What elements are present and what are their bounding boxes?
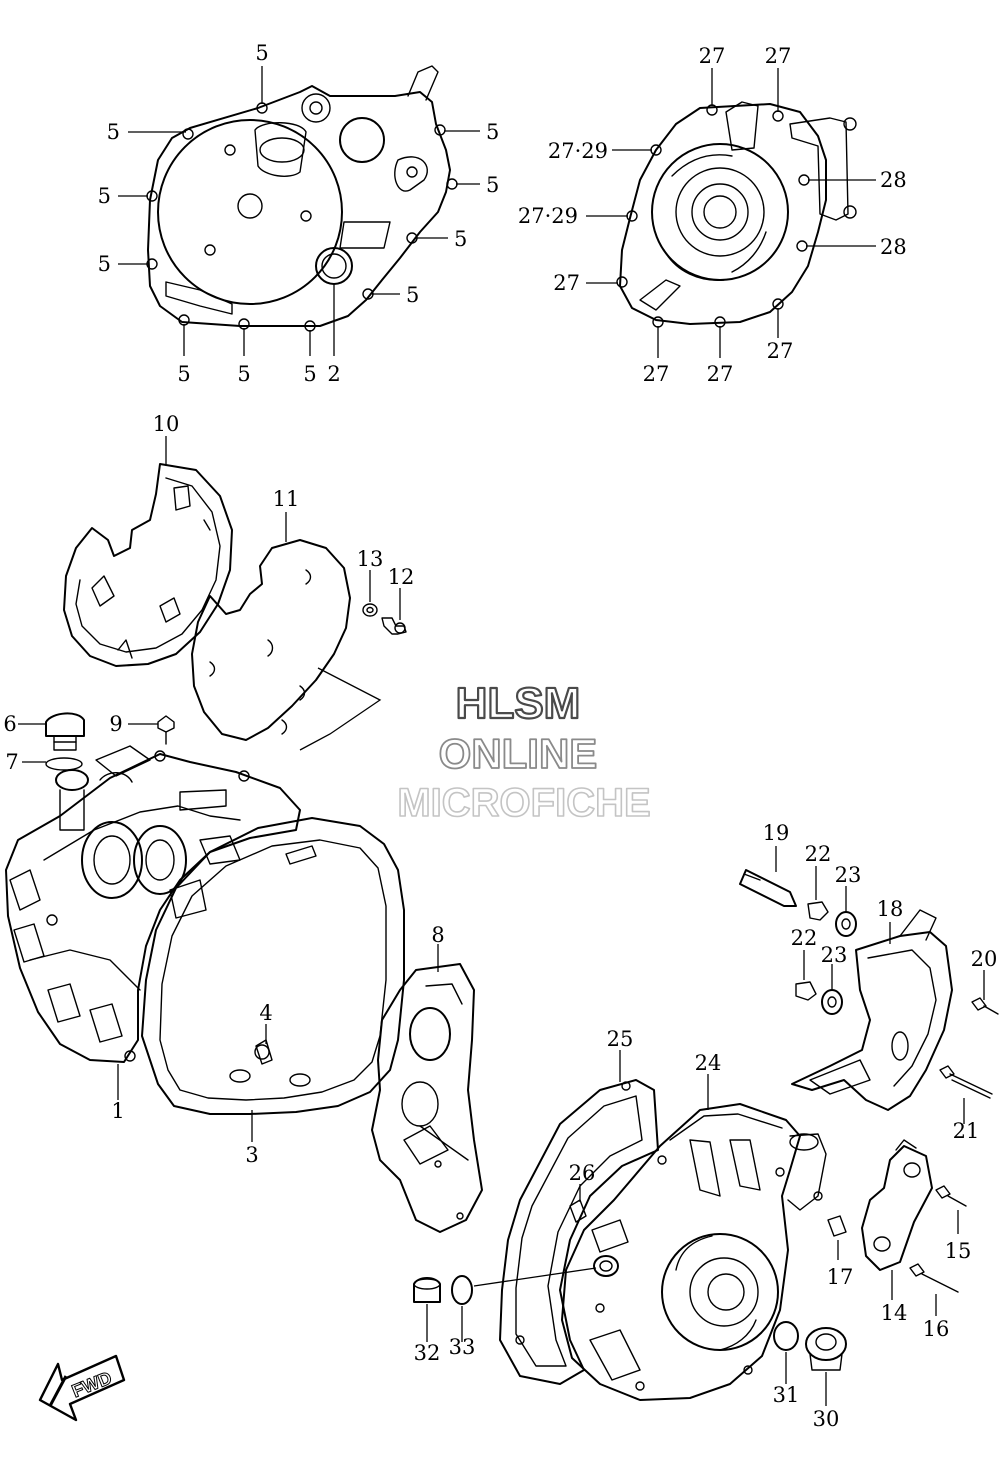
plug-30: [805, 1327, 847, 1371]
bolt-16: [909, 1263, 959, 1293]
callout-5: 5: [454, 227, 467, 251]
plug-32: [413, 1277, 441, 1303]
callout-27-29: 27·29: [548, 139, 608, 163]
callout-4: 4: [259, 1001, 272, 1025]
nut-22-upper: [807, 901, 829, 921]
callout-23: 23: [835, 863, 862, 887]
callout-15: 15: [945, 1239, 972, 1263]
collar-23-lower: [821, 989, 843, 1015]
callout-2: 2: [327, 362, 340, 386]
callout-5: 5: [255, 41, 268, 65]
magneto-cover-top-view: [616, 101, 857, 328]
magneto-cover-24: [561, 1103, 827, 1401]
watermark-line-1: HLSM: [456, 679, 581, 728]
nut-22-lower: [795, 981, 817, 1001]
callout-24: 24: [695, 1051, 722, 1075]
callout-5: 5: [406, 283, 419, 307]
callout-3: 3: [245, 1143, 258, 1167]
callout-28: 28: [880, 168, 907, 192]
o-ring-33: [451, 1275, 473, 1305]
callout-27: 27: [765, 44, 792, 68]
callout-20: 20: [971, 947, 998, 971]
watermark: HLSM ONLINE MICROFICHE: [397, 678, 652, 826]
callout-5: 5: [486, 120, 499, 144]
bracket-14: [861, 1139, 933, 1271]
callout-27: 27: [707, 362, 734, 386]
callout-5: 5: [177, 362, 190, 386]
gasket-25: [499, 1079, 659, 1385]
callout-12: 12: [388, 565, 415, 589]
watermark-line-2: ONLINE: [439, 730, 598, 777]
callout-21: 21: [953, 1119, 980, 1143]
callout-5: 5: [98, 184, 111, 208]
cover-bracket-18: [791, 909, 953, 1111]
callout-5: 5: [303, 362, 316, 386]
dowel-pin-26: [569, 1199, 587, 1223]
callout-11: 11: [273, 487, 300, 511]
callout-10: 10: [153, 412, 180, 436]
fwd-arrow-icon: FWD: [38, 1354, 126, 1422]
guard-plate-10: [63, 463, 233, 667]
callout-14: 14: [881, 1301, 908, 1325]
callout-16: 16: [923, 1317, 950, 1341]
callout-9: 9: [109, 712, 122, 736]
dowel-pin-4: [255, 1039, 273, 1065]
callout-27: 27: [767, 339, 794, 363]
callout-13: 13: [357, 547, 384, 571]
gasket-3: [141, 817, 405, 1115]
washer-13: [362, 603, 378, 617]
callout-7: 7: [5, 750, 18, 774]
top-right-leaders: [586, 68, 876, 358]
screw-9: [157, 715, 175, 745]
callout-6: 6: [3, 712, 16, 736]
callout-32: 32: [414, 1341, 441, 1365]
bolt-12: [381, 617, 407, 635]
callout-27-29: 27·29: [518, 204, 578, 228]
callout-26: 26: [569, 1161, 596, 1185]
callout-1: 1: [111, 1099, 124, 1123]
callout-28: 28: [880, 235, 907, 259]
callout-5: 5: [486, 173, 499, 197]
callout-5: 5: [107, 120, 120, 144]
callout-27: 27: [699, 44, 726, 68]
o-ring-7: [45, 757, 83, 771]
callout-33: 33: [449, 1335, 476, 1359]
callout-22: 22: [791, 926, 818, 950]
callout-23: 23: [821, 943, 848, 967]
callout-30: 30: [813, 1407, 840, 1431]
collar-23-upper: [835, 911, 857, 937]
callout-17: 17: [827, 1265, 854, 1289]
gasket-plate-11: [191, 539, 382, 751]
callout-18: 18: [877, 897, 904, 921]
bolt-21: [939, 1065, 993, 1099]
inner-plate-8: [371, 963, 483, 1233]
top-left-leaders: [118, 66, 480, 356]
callout-27: 27: [553, 271, 580, 295]
stud-19: [739, 869, 797, 907]
callout-31: 31: [773, 1383, 800, 1407]
callout-22: 22: [805, 842, 832, 866]
callout-25: 25: [607, 1027, 634, 1051]
callout-8: 8: [431, 923, 444, 947]
callout-5: 5: [98, 252, 111, 276]
callout-27: 27: [643, 362, 670, 386]
dowel-pin-17: [827, 1215, 847, 1237]
clutch-cover-1: [5, 745, 301, 1063]
o-ring-31: [773, 1321, 799, 1351]
oil-filler-cap-6: [45, 712, 85, 751]
callout-5: 5: [237, 362, 250, 386]
callout-19: 19: [763, 821, 790, 845]
watermark-line-3: MICROFICHE: [397, 781, 650, 825]
bolt-15: [935, 1185, 967, 1207]
callout-labels: 5 5 5 5 5 5 5 5 5 5 5 2 27 27 27·29 28 2…: [3, 41, 997, 1431]
screw-20: [971, 997, 999, 1015]
